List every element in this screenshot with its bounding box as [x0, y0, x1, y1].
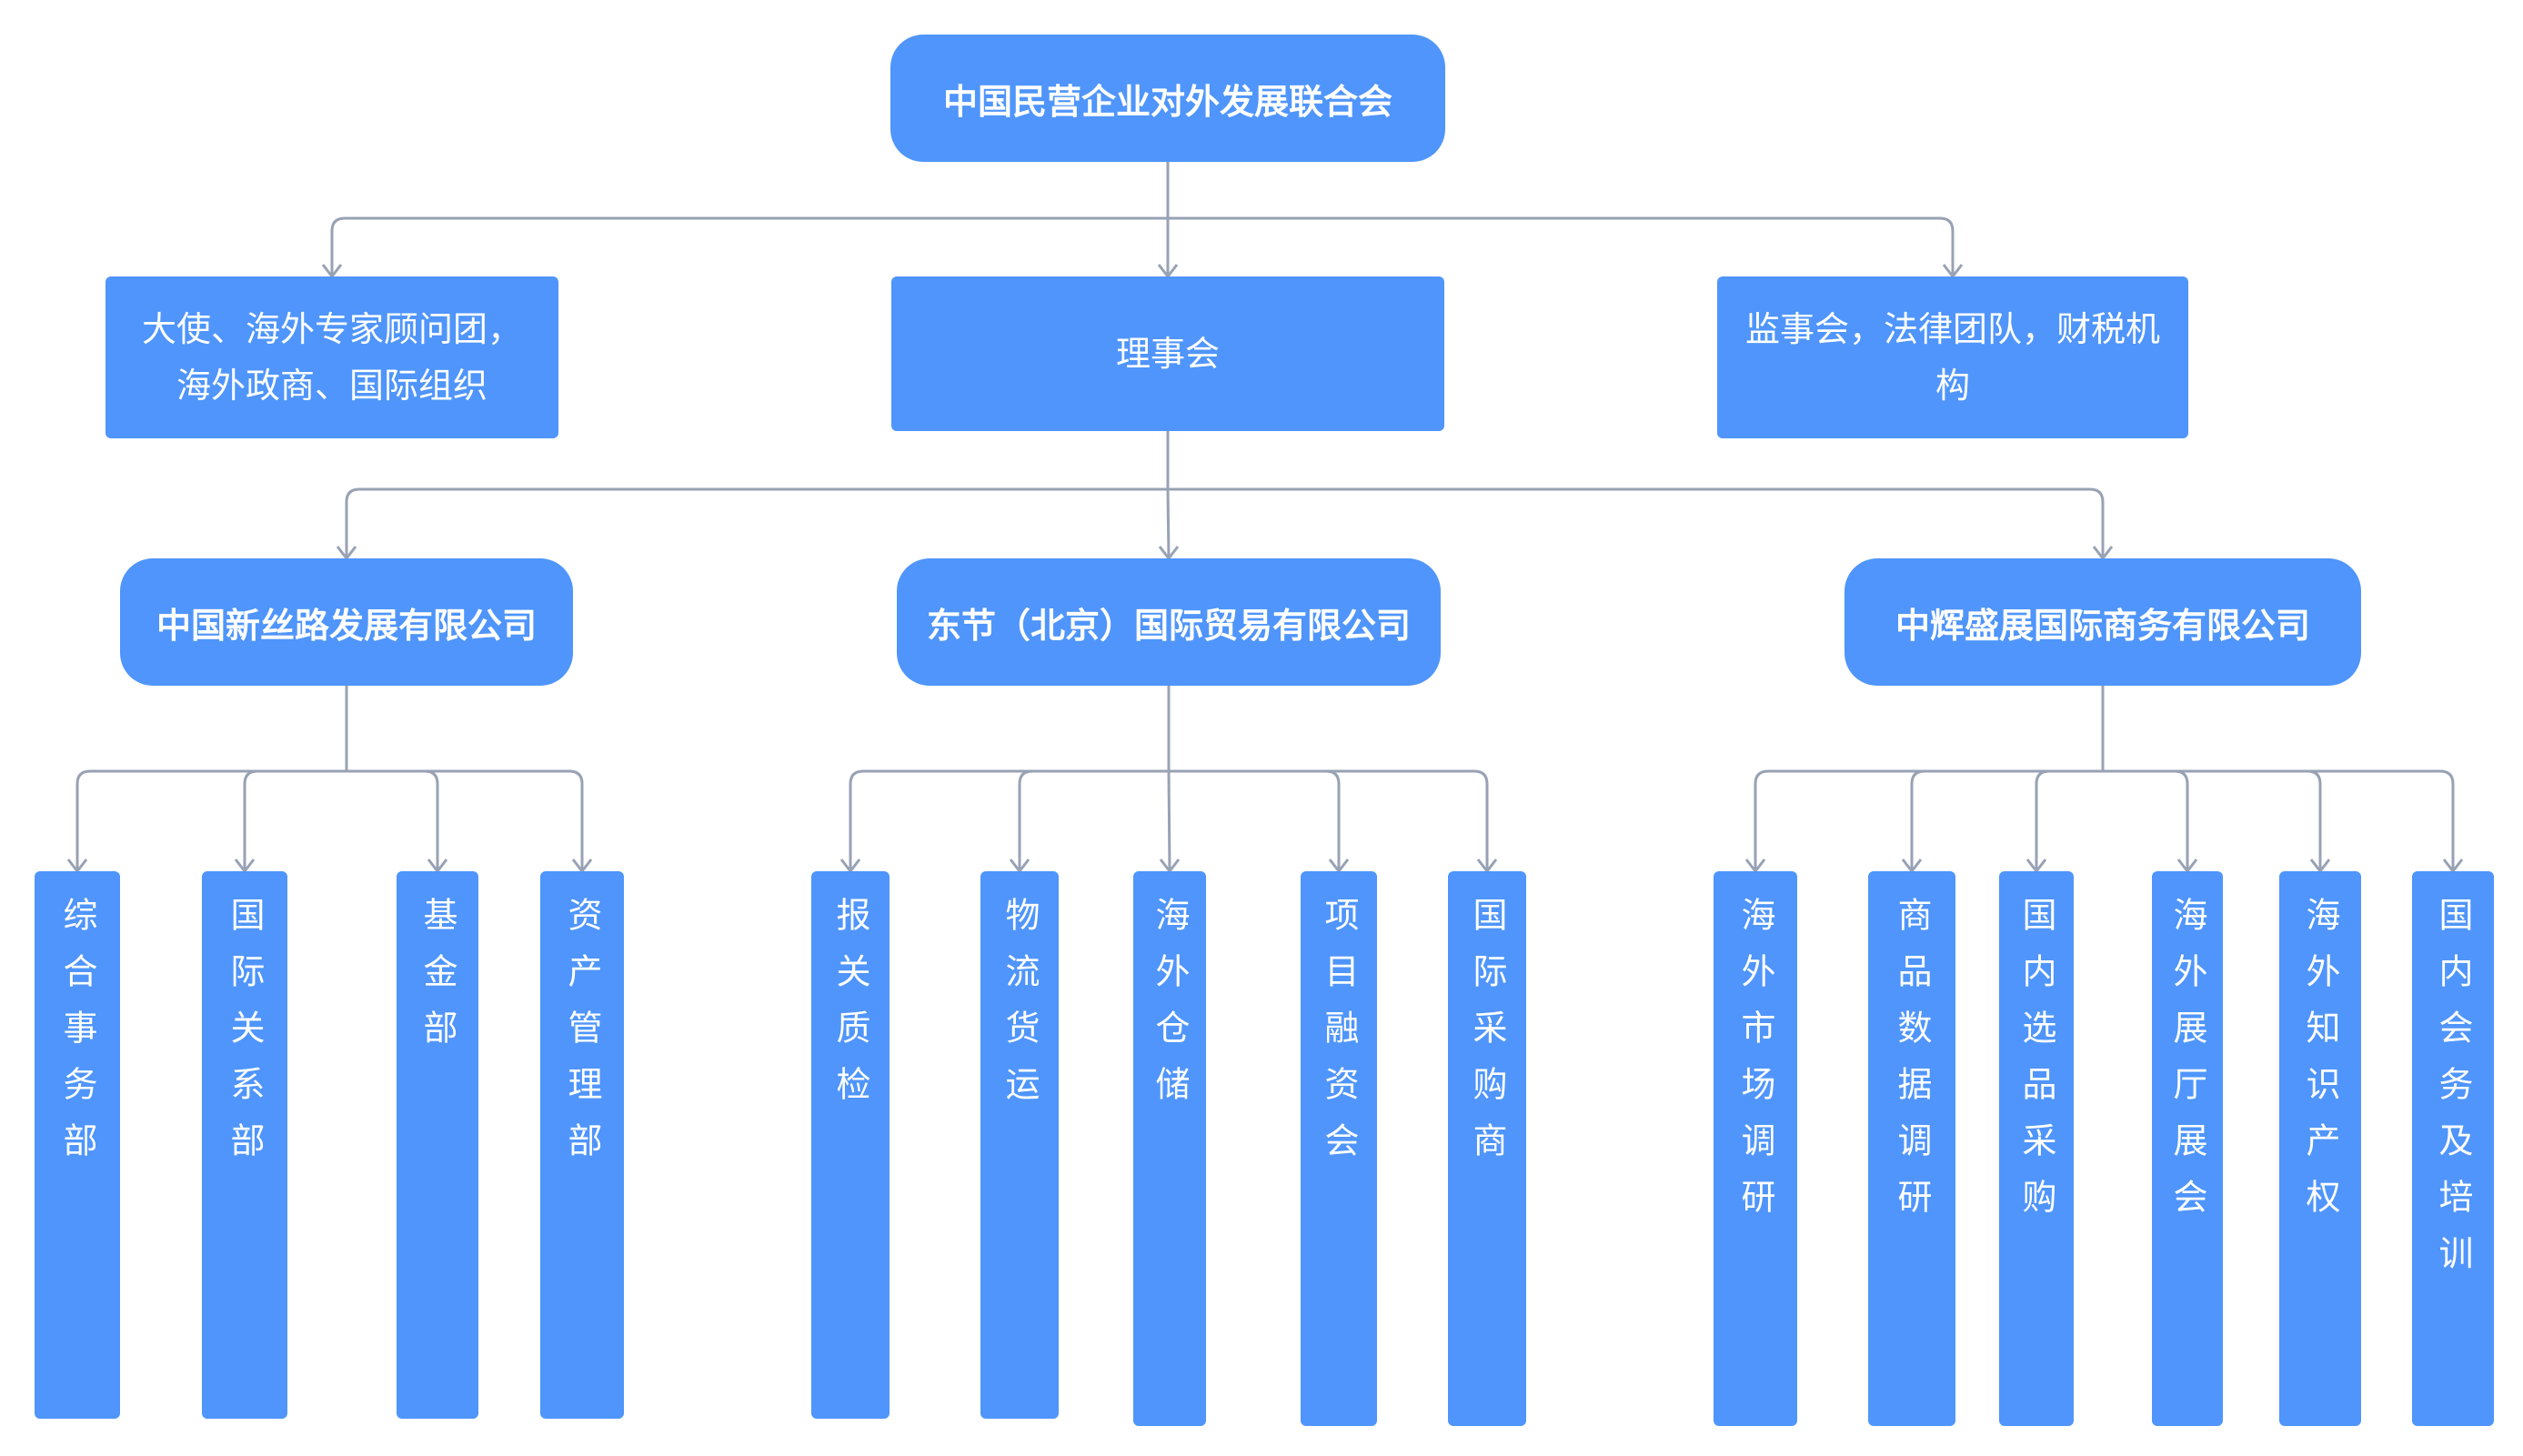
- connector-branch: [75, 769, 347, 871]
- connector-branch: [330, 216, 1168, 276]
- dept-node: 海外展厅展会: [2152, 871, 2223, 1426]
- dept-node: 项目融资会: [1301, 871, 1377, 1426]
- dept-node: 国内选品采购: [1999, 871, 2074, 1426]
- connector-branch: [1168, 216, 1955, 276]
- connector-branch: [347, 769, 584, 871]
- connector-branch: [1169, 769, 1341, 871]
- connector-branch: [2035, 769, 2103, 871]
- company-node-zhonghui: 中辉盛展国际商务有限公司: [1845, 558, 2361, 686]
- company-node-xinsilu: 中国新丝路发展有限公司: [120, 558, 573, 686]
- dept-node: 海外仓储: [1133, 871, 1206, 1426]
- dept-label: 物流货运: [1000, 897, 1040, 1122]
- dept-label: 海外展厅展会: [2167, 897, 2207, 1235]
- dept-label: 国内选品采购: [2016, 897, 2056, 1235]
- supervisory-node: 监事会，法律团队，财税机构: [1717, 276, 2188, 438]
- connector-branch: [243, 769, 347, 871]
- connector-branch: [849, 769, 1169, 871]
- dept-node: 基金部: [397, 871, 478, 1419]
- dept-label: 国内会务及培训: [2433, 897, 2473, 1291]
- connector-branch: [2103, 769, 2455, 871]
- dept-label: 国际采购商: [1467, 897, 1507, 1179]
- dept-node: 国内会务及培训: [2412, 871, 2494, 1426]
- dept-label: 海外知识产权: [2300, 897, 2340, 1235]
- connector-branch: [1169, 769, 1489, 871]
- dept-label: 海外仓储: [1150, 897, 1190, 1122]
- dept-label: 综合事务部: [57, 897, 97, 1179]
- connector-branch: [345, 487, 1168, 558]
- dept-label: 项目融资会: [1319, 897, 1359, 1179]
- connector-branch: [2103, 769, 2189, 871]
- dept-node: 海外市场调研: [1714, 871, 1797, 1426]
- connector-branch: [2103, 769, 2322, 871]
- dept-label: 商品数据调研: [1892, 897, 1932, 1235]
- root-node: 中国民营企业对外发展联合会: [890, 35, 1445, 162]
- dept-node: 资产管理部: [540, 871, 624, 1419]
- connector-branch: [1167, 770, 1171, 872]
- connector-branch: [1910, 769, 2103, 871]
- dept-node: 综合事务部: [35, 871, 120, 1419]
- dept-label: 报关质检: [830, 897, 870, 1122]
- dept-node: 物流货运: [980, 871, 1059, 1419]
- connector-branch: [1168, 487, 2105, 558]
- dept-node: 国际关系部: [202, 871, 287, 1419]
- dept-node: 海外知识产权: [2279, 871, 2361, 1426]
- company-node-dongjie: 东节（北京）国际贸易有限公司: [897, 558, 1441, 686]
- dept-label: 资产管理部: [562, 897, 602, 1179]
- connector-branch: [1018, 769, 1169, 871]
- dept-label: 基金部: [417, 897, 457, 1066]
- connector-branch: [1754, 769, 2103, 871]
- connector-branch: [1166, 488, 1171, 559]
- council-node: 理事会: [891, 276, 1444, 431]
- dept-node: 报关质检: [811, 871, 890, 1419]
- dept-label: 海外市场调研: [1735, 897, 1775, 1235]
- advisory-node: 大使、海外专家顾问团，海外政商、国际组织: [106, 276, 558, 438]
- dept-node: 商品数据调研: [1868, 871, 1955, 1426]
- dept-node: 国际采购商: [1448, 871, 1526, 1426]
- dept-label: 国际关系部: [225, 897, 265, 1179]
- connector-branch: [347, 769, 439, 871]
